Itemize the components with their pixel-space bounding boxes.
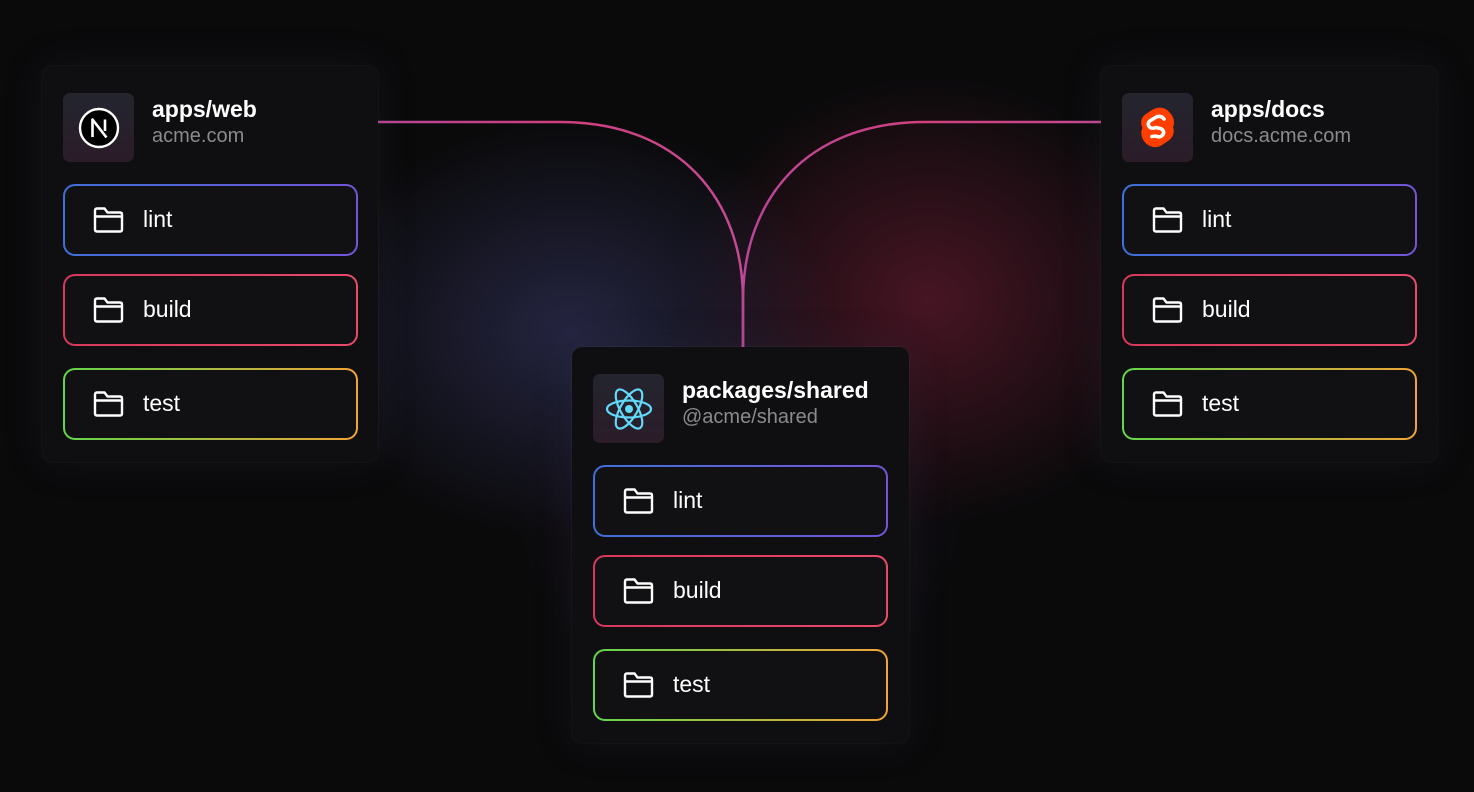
react-icon bbox=[593, 374, 664, 443]
package-header: packages/shared @acme/shared bbox=[593, 369, 899, 443]
package-name: apps/docs bbox=[1211, 96, 1325, 122]
task-build[interactable]: build bbox=[1122, 274, 1417, 346]
folder-icon bbox=[1152, 391, 1183, 417]
edge-web-to-shared bbox=[378, 120, 745, 348]
package-card-shared[interactable]: packages/shared @acme/shared lint build … bbox=[572, 347, 909, 743]
package-domain: docs.acme.com bbox=[1211, 125, 1352, 147]
package-name: packages/shared bbox=[682, 377, 869, 403]
folder-icon bbox=[93, 297, 124, 323]
task-lint[interactable]: lint bbox=[63, 184, 358, 256]
task-label: lint bbox=[673, 487, 703, 513]
task-lint[interactable]: lint bbox=[1122, 184, 1417, 256]
task-build[interactable]: build bbox=[63, 274, 358, 346]
edge-docs-to-shared bbox=[741, 120, 1102, 348]
task-test[interactable]: test bbox=[593, 649, 888, 721]
nextjs-icon bbox=[63, 93, 134, 162]
folder-icon bbox=[1152, 207, 1183, 233]
package-header: apps/web acme.com bbox=[63, 88, 368, 162]
folder-icon bbox=[623, 488, 654, 514]
package-card-docs[interactable]: apps/docs docs.acme.com lint build test bbox=[1101, 66, 1437, 462]
task-label: build bbox=[143, 296, 192, 322]
package-card-web[interactable]: apps/web acme.com lint build test bbox=[42, 66, 378, 462]
package-domain: acme.com bbox=[152, 125, 245, 147]
folder-icon bbox=[93, 207, 124, 233]
task-label: test bbox=[143, 390, 181, 416]
package-name: apps/web bbox=[152, 96, 257, 122]
task-build[interactable]: build bbox=[593, 555, 888, 627]
task-label: test bbox=[673, 671, 711, 697]
task-lint[interactable]: lint bbox=[593, 465, 888, 537]
svelte-icon bbox=[1122, 93, 1193, 162]
task-label: build bbox=[673, 577, 722, 603]
package-header: apps/docs docs.acme.com bbox=[1122, 88, 1427, 162]
task-test[interactable]: test bbox=[1122, 368, 1417, 440]
folder-icon bbox=[623, 672, 654, 698]
package-scope: @acme/shared bbox=[682, 406, 818, 428]
task-label: test bbox=[1202, 390, 1240, 416]
folder-icon bbox=[1152, 297, 1183, 323]
task-label: lint bbox=[143, 206, 173, 232]
task-label: build bbox=[1202, 296, 1251, 322]
folder-icon bbox=[623, 578, 654, 604]
folder-icon bbox=[93, 391, 124, 417]
task-label: lint bbox=[1202, 206, 1232, 232]
task-test[interactable]: test bbox=[63, 368, 358, 440]
